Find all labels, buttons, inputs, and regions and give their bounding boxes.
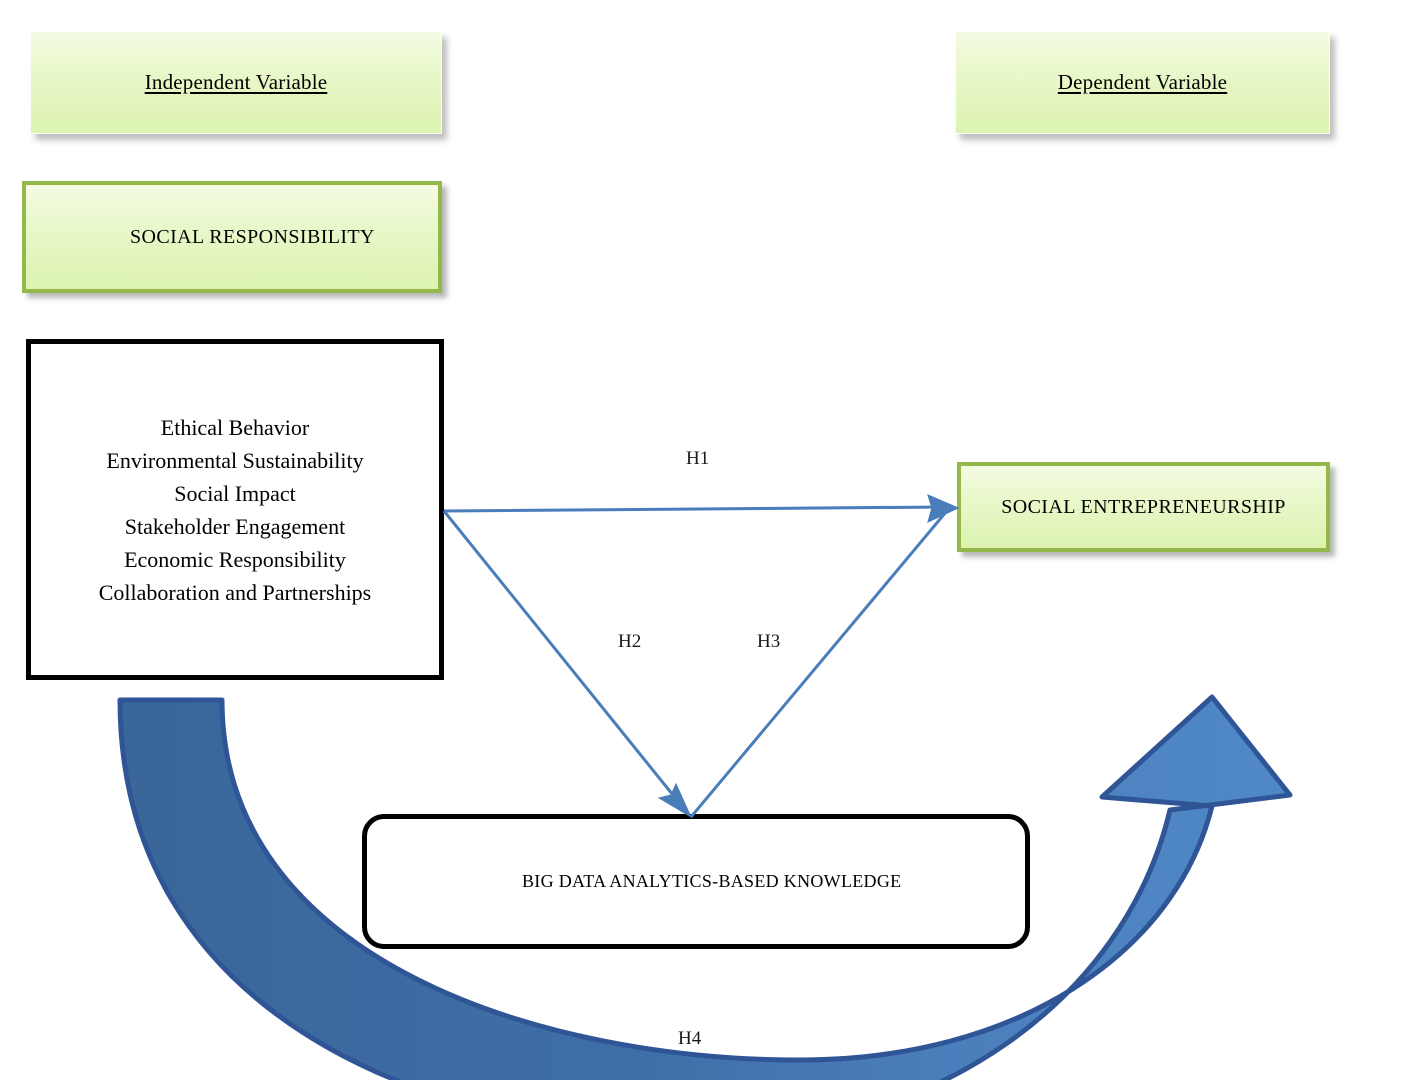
h2-label: H2 (618, 631, 642, 652)
h4-label: H4 (678, 1028, 702, 1049)
dimension-item: Collaboration and Partnerships (98, 579, 372, 605)
h1-arrow (443, 494, 960, 523)
social-responsibility-dimensions-node: Ethical Behavior Environmental Sustainab… (26, 339, 444, 680)
dimension-item: Environmental Sustainability (106, 447, 364, 473)
social-entrepreneurship-node[interactable]: SOCIAL ENTREPRENEURSHIP (957, 462, 1330, 552)
dimension-item: Stakeholder Engagement (124, 513, 346, 539)
dimension-item: Ethical Behavior (160, 414, 310, 440)
social-responsibility-node[interactable]: SOCIAL RESPONSIBILITY (22, 181, 442, 293)
social-responsibility-label: SOCIAL RESPONSIBILITY (130, 225, 375, 248)
dependent-variable-header: Dependent Variable (955, 31, 1330, 134)
h3-arrow (689, 494, 960, 818)
dimension-item: Economic Responsibility (124, 546, 346, 572)
social-entrepreneurship-label: SOCIAL ENTREPRENEURSHIP (1001, 495, 1286, 518)
big-data-knowledge-label: BIG DATA ANALYTICS-BASED KNOWLEDGE (522, 871, 902, 891)
independent-variable-label: Independent Variable (144, 70, 328, 94)
h3-label: H3 (757, 631, 781, 652)
independent-variable-header: Independent Variable (30, 31, 442, 134)
dependent-variable-label: Dependent Variable (1057, 70, 1228, 94)
h2-arrow (442, 510, 693, 819)
dimension-item: Social Impact (174, 480, 296, 506)
h1-label: H1 (686, 448, 710, 469)
big-data-knowledge-node[interactable]: BIG DATA ANALYTICS-BASED KNOWLEDGE (362, 814, 1030, 949)
